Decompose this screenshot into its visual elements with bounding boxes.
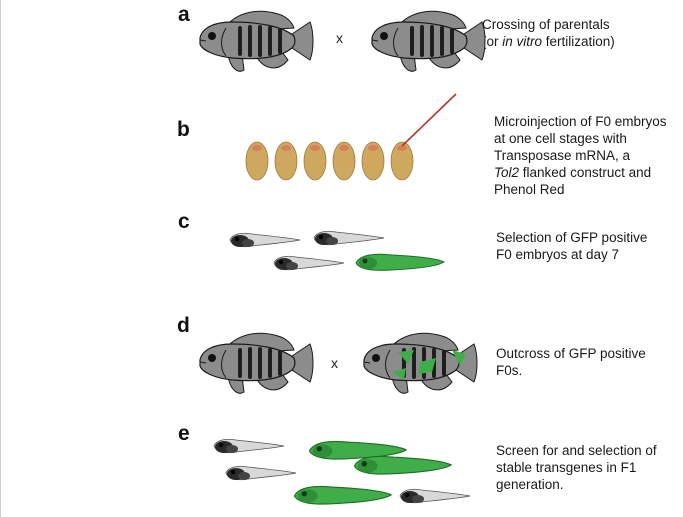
step-e-caption: Screen for and selection of stable trans… [496,442,657,493]
step-e-caption-line2: stable transgenes in F1 [496,460,637,475]
wildtype-fish [199,332,314,394]
step-a-caption-italic: in vitro [502,34,543,49]
left-border-line [0,0,1,517]
parent-fish-right [371,10,486,72]
embryo [332,141,356,181]
parent-fish-left [199,10,314,72]
step-c-letter: c [178,210,190,233]
step-c-caption-line1: Selection of GFP positive [496,230,648,245]
embryo [390,141,414,181]
step-a-caption-line1: Crossing of parentals [482,17,610,32]
step-b-caption: Microinjection of F0 embryos at one cell… [494,113,667,198]
embryo [245,141,269,181]
step-a-letter: a [178,3,190,26]
larva [213,438,285,454]
step-b-caption-line1: Microinjection of F0 embryos [494,114,667,129]
embryo-row [245,141,414,181]
larva [273,255,345,271]
step-c-caption: Selection of GFP positive F0 embryos at … [496,229,647,263]
step-e-caption-line1: Screen for and selection of [496,443,657,458]
step-c-caption-line2: F0 embryos at day 7 [496,247,620,262]
step-d-caption: Outcross of GFP positive F0s. [496,345,646,379]
step-d-caption-line1: Outcross of GFP positive [496,346,646,361]
embryo [274,141,298,181]
step-a-caption: Crossing of parentals (or in vitro ferti… [482,16,615,50]
gfp-positive-larva [355,253,445,271]
embryo [303,141,327,181]
step-b-caption-line2: at one cell stages with [494,131,627,146]
larva [399,488,471,504]
step-b-caption-line3: Transposase mRNA, a [494,148,631,163]
injection-needle [401,93,457,147]
step-d-cross-symbol: x [331,355,338,371]
gfp-positive-larva [293,485,392,505]
larva [225,465,297,481]
step-d-caption-line2: F0s. [496,363,523,378]
step-a-caption-line2: (or in vitro fertilization) [482,34,615,49]
step-b-caption-line4: Tol2 flanked construct and [494,165,652,180]
gfp-positive-larva [353,455,452,475]
step-a-cross-symbol: x [336,30,343,46]
step-b-caption-line5: Phenol Red [494,182,565,197]
embryo [361,141,385,181]
step-b-letter: b [177,118,190,141]
gfp-positive-fish [363,332,478,394]
step-e-letter: e [178,422,190,445]
larva [229,232,301,248]
larva [313,230,385,246]
step-e-caption-line3: generation. [496,477,564,492]
step-d-letter: d [177,314,190,337]
